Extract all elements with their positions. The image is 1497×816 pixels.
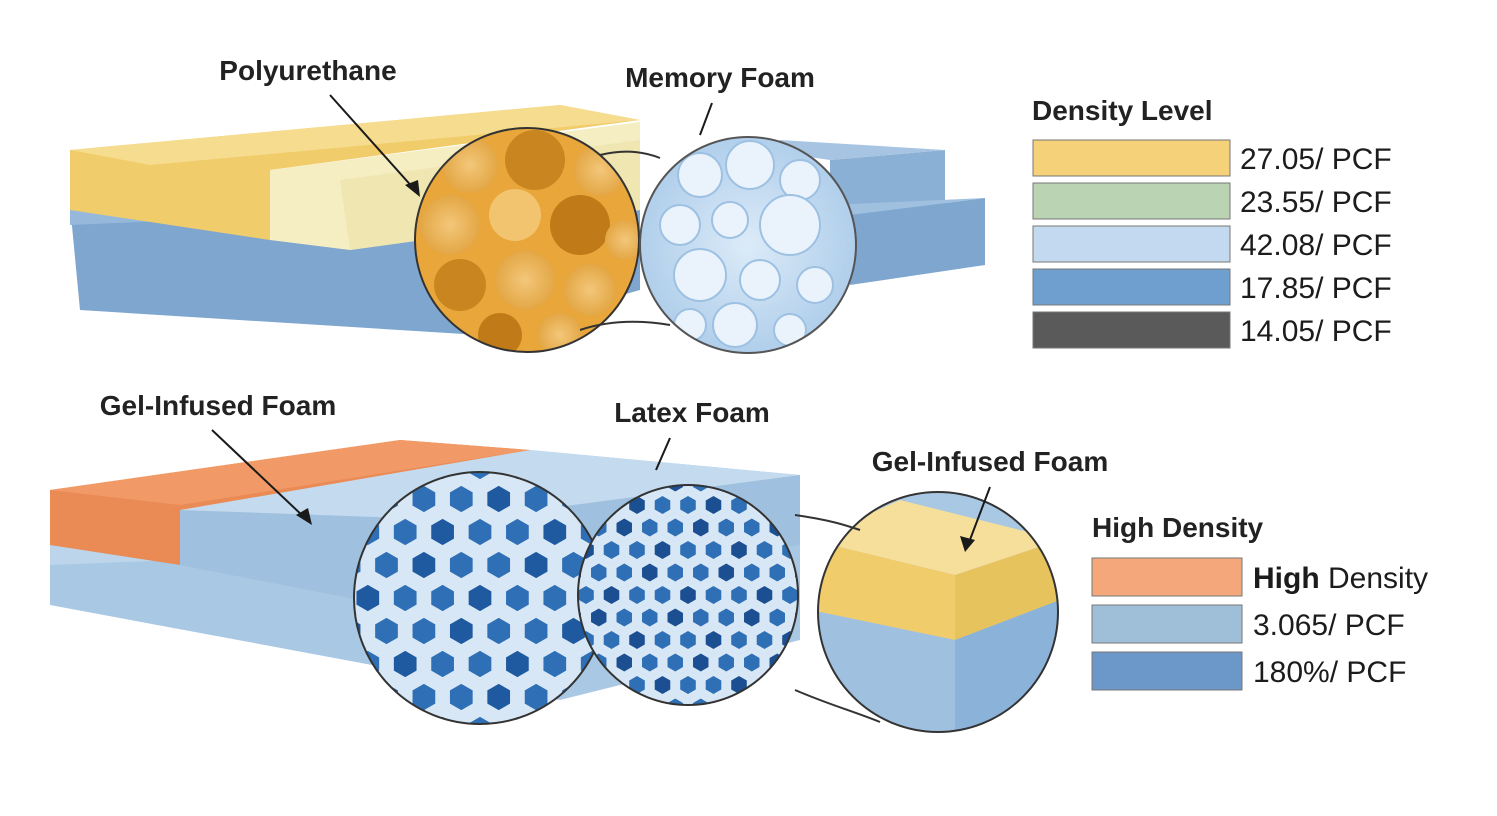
gel-infused-closeup xyxy=(817,491,1059,733)
leader-polyurethane xyxy=(329,94,416,191)
label-gel-infused-foam-right: Gel-Infused Foam xyxy=(872,446,1108,477)
legend-swatch xyxy=(1032,268,1231,306)
legend-swatch xyxy=(1032,225,1231,263)
bottom-connector-upper xyxy=(794,514,861,531)
legend-label: 17.85/ PCF xyxy=(1240,272,1392,305)
leader-gel-infused-right xyxy=(967,486,991,546)
legend-label-bold: High xyxy=(1253,562,1320,595)
legend-swatch xyxy=(1032,311,1231,349)
legend-title: Density Level xyxy=(1032,95,1213,126)
legend-label: 23.55/ PCF xyxy=(1240,186,1392,219)
legend-label-rest: Density xyxy=(1320,562,1428,595)
memory-foam-magnifier xyxy=(639,136,857,354)
legend-high-density: High Density High Density 3.065/ PCF 180%/… xyxy=(1091,512,1428,691)
legend-label: 3.065/ PCF xyxy=(1253,609,1405,642)
legend-label: 27.05/ PCF xyxy=(1240,143,1392,176)
bottom-connector-lower xyxy=(794,689,881,723)
top-connector-line xyxy=(579,320,671,331)
legend-label: 42.08/ PCF xyxy=(1240,229,1392,262)
top-step-lower xyxy=(850,198,985,285)
polyurethane-magnifier xyxy=(414,127,640,353)
leader-memory-foam xyxy=(699,102,713,136)
label-latex-foam: Latex Foam xyxy=(614,397,770,428)
label-memory-foam: Memory Foam xyxy=(625,62,815,93)
legend-label: High Density xyxy=(1253,562,1428,595)
label-gel-infused-foam-left: Gel-Infused Foam xyxy=(100,390,336,421)
legend-label: 180%/ PCF xyxy=(1253,656,1406,689)
legend-swatch xyxy=(1091,557,1243,597)
legend-swatch xyxy=(1091,604,1243,644)
top-connector-line-upper xyxy=(599,150,661,159)
legend-swatch xyxy=(1091,651,1243,691)
legend-swatch xyxy=(1032,139,1231,177)
leader-latex-foam xyxy=(655,437,671,471)
label-polyurethane: Polyurethane xyxy=(219,55,396,86)
legend-bottom-title: High Density xyxy=(1092,512,1264,543)
legend-label: 14.05/ PCF xyxy=(1240,315,1392,348)
bottom-orange-layer xyxy=(50,440,530,565)
leader-gel-infused-left xyxy=(211,429,306,519)
legend-swatch xyxy=(1032,182,1231,220)
legend-density-level: Density Level 27.05/ PCF 23.55/ PCF 42.08/… xyxy=(1032,95,1392,349)
latex-foam-magnifier xyxy=(577,484,799,706)
